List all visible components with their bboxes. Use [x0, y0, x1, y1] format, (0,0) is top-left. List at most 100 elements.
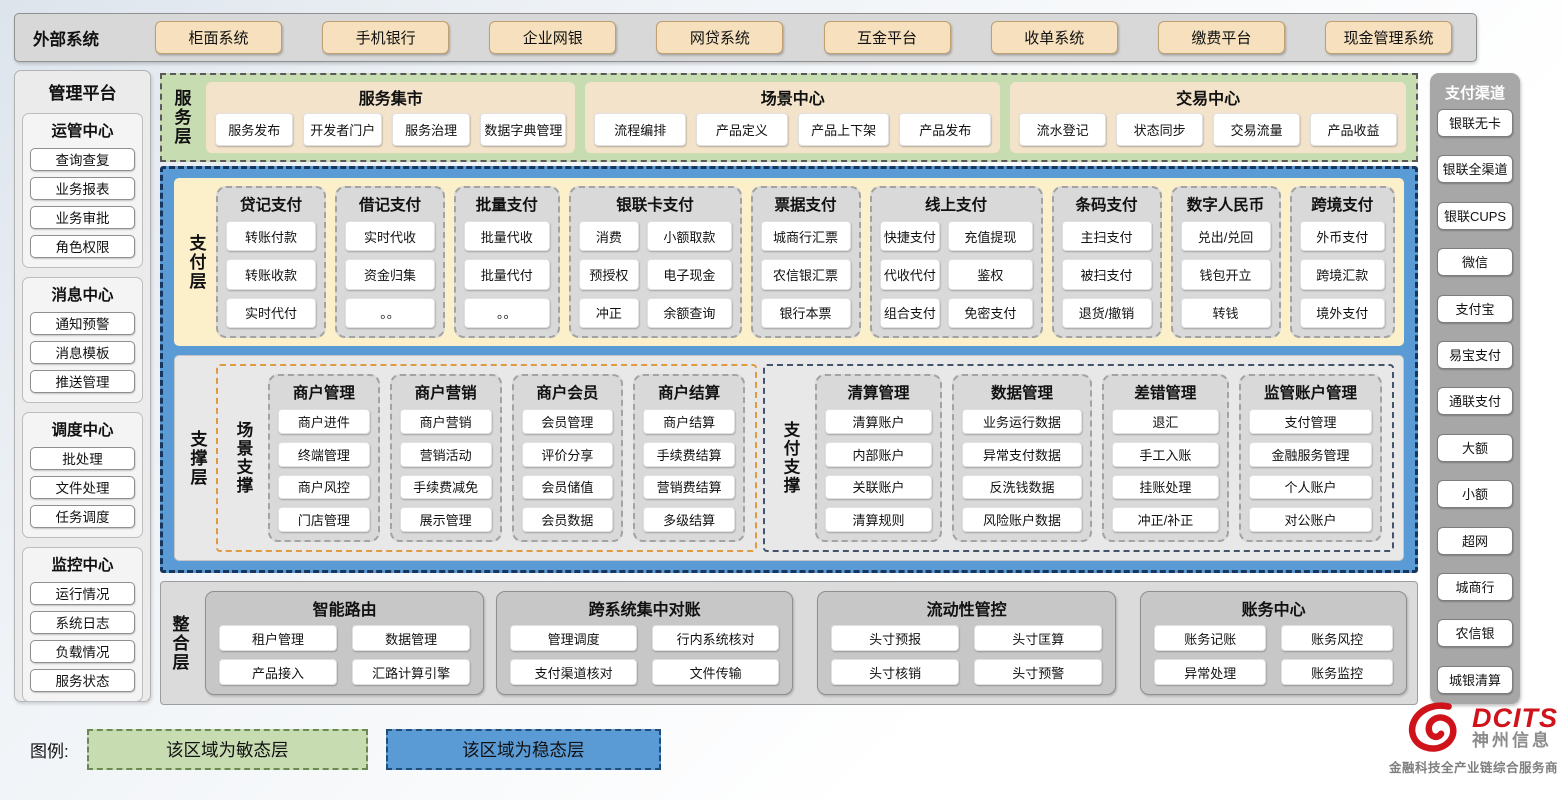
payment-channel-node: 城商行 [1437, 573, 1513, 602]
management-function-node: 系统日志 [30, 611, 135, 634]
group-items: 头寸预报头寸匡算头寸核销头寸预警 [831, 625, 1103, 685]
group-items: 账务记账账务风控异常处理账务监控 [1154, 625, 1393, 685]
support-category-clearing-management: 清算管理 清算账户内部账户关联账户清算规则 [815, 374, 943, 542]
category-items: 主扫支付被扫支付退货/撤销 [1061, 221, 1152, 328]
integration-function-node: 头寸预警 [974, 659, 1103, 685]
service-market-group: 服务集市 服务发布开发者门户服务治理数据字典管理 [206, 82, 576, 153]
support-category-merchant-membership: 商户会员 会员管理评价分享会员储值会员数据 [511, 374, 624, 542]
management-function-node: 推送管理 [30, 370, 135, 393]
management-function-node: 负载情况 [30, 640, 135, 663]
management-function-node: 任务调度 [30, 505, 135, 528]
support-category-error-management: 差错管理 退汇手工入账挂账处理冲正/补正 [1101, 374, 1229, 542]
payment-function-node: 实时代收 [345, 221, 435, 252]
support-function-node: 营销费结算 [643, 474, 736, 500]
group-items: 流水登记状态同步交易流量产品收益 [1019, 113, 1398, 146]
category-title: 银联卡支付 [616, 197, 694, 214]
management-platform-title: 管理平台 [48, 84, 117, 103]
integration-function-node: 异常处理 [1154, 659, 1267, 685]
support-function-node: 手续费结算 [643, 441, 736, 467]
integration-group-accounting-center: 账务中心 账务记账账务风控异常处理账务监控 [1140, 591, 1407, 695]
category-title: 监管账户管理 [1263, 385, 1357, 402]
scene-center-group: 场景中心 流程编排产品定义产品上下架产品发布 [585, 82, 1001, 153]
service-layer: 服务层 服务集市 服务发布开发者门户服务治理数据字典管理 场景中心 流程编排产品… [160, 73, 1418, 162]
brand-name: DCITS [1472, 703, 1558, 733]
payment-function-node: 转账收款 [226, 259, 316, 290]
management-function-node: 文件处理 [30, 476, 135, 499]
service-function-node: 数据字典管理 [480, 113, 567, 146]
category-title: 跨境支付 [1311, 197, 1374, 214]
external-system-node: 企业网银 [489, 21, 617, 54]
payment-function-node: 转钱 [1180, 297, 1271, 328]
management-function-node: 通知预警 [30, 312, 135, 335]
payment-channel-node: 支付宝 [1437, 294, 1513, 323]
legend-stable-layer: 该区域为稳态层 [385, 729, 661, 770]
payment-channel-node: 银联全渠道 [1437, 155, 1513, 184]
category-title: 条码支付 [1075, 197, 1138, 214]
stable-layer-container: 支付层 贷记支付 转账付款转账收款实时代付 借记支付 实时代收资金归集。。 批量… [160, 166, 1418, 573]
service-function-node: 产品收益 [1310, 113, 1398, 146]
support-function-node: 反洗钱数据 [962, 474, 1082, 500]
payment-function-node: 实时代付 [226, 297, 316, 328]
management-function-node: 角色权限 [30, 235, 135, 258]
support-function-node: 清算账户 [825, 409, 933, 434]
support-function-node: 门店管理 [278, 507, 370, 532]
support-function-node: 评价分享 [521, 441, 614, 467]
category-items: 实时代收资金归集。。 [345, 221, 435, 328]
support-function-node: 营销活动 [399, 441, 492, 467]
integration-function-node: 头寸预报 [831, 625, 960, 651]
group-title: 跨系统集中对账 [588, 602, 701, 619]
group-title: 调度中心 [51, 422, 114, 439]
legend-agile-layer: 该区域为敏态层 [86, 729, 368, 770]
support-function-node: 挂账处理 [1111, 474, 1219, 500]
support-category-merchant-management: 商户管理 商户进件终端管理商户风控门店管理 [268, 374, 380, 542]
category-title: 商户营销 [414, 385, 477, 402]
category-items: 外币支付跨境汇款境外支付 [1299, 221, 1385, 328]
external-systems-list: 柜面系统手机银行企业网银网贷系统互金平台收单系统缴费平台现金管理系统 [155, 21, 1452, 54]
service-function-node: 产品定义 [696, 113, 788, 146]
support-function-node: 商户结算 [643, 409, 736, 434]
payment-category-barcode: 条码支付 主扫支付被扫支付退货/撤销 [1051, 186, 1162, 338]
support-function-node: 退汇 [1111, 409, 1219, 434]
group-title: 场景中心 [760, 91, 825, 108]
support-layer-label: 支撑层 [187, 429, 207, 487]
group-operations-center: 运管中心 查询查复业务报表业务审批角色权限 [22, 113, 143, 268]
integration-function-node: 租户管理 [219, 625, 338, 651]
payment-function-node: 兑出/兑回 [1180, 221, 1271, 252]
external-system-node: 网贷系统 [656, 21, 784, 54]
support-function-node: 会员储值 [521, 474, 614, 500]
payment-category-bill: 票据支付 城商行汇票农信银汇票银行本票 [750, 186, 861, 338]
payment-function-node: 冲正 [578, 297, 640, 328]
integration-function-node: 头寸匡算 [974, 625, 1103, 651]
support-function-node: 终端管理 [278, 441, 370, 467]
support-function-node: 金融服务管理 [1248, 441, 1372, 467]
category-title: 数字人民币 [1186, 197, 1265, 214]
payment-category-online: 线上支付 快捷支付充值提现代收代付鉴权组合支付免密支付 [869, 186, 1043, 338]
payment-function-node: 鉴权 [948, 259, 1033, 290]
group-items: 服务发布开发者门户服务治理数据字典管理 [215, 113, 567, 146]
support-layer: 支撑层 场景支撑 商户管理 商户进件终端管理商户风控门店管理 商户营销 商户营销… [174, 355, 1404, 561]
category-items: 商户营销营销活动手续费减免展示管理 [399, 409, 492, 532]
payment-function-node: 农信银汇票 [760, 259, 851, 290]
payment-channels-title: 支付渠道 [1444, 85, 1505, 102]
support-function-node: 商户营销 [399, 409, 492, 434]
service-function-node: 服务治理 [391, 113, 471, 146]
category-title: 差错管理 [1134, 385, 1197, 402]
category-items: 清算账户内部账户关联账户清算规则 [825, 409, 933, 532]
payment-function-node: 批量代收 [464, 221, 550, 252]
scene-support-label: 场景支撑 [234, 421, 252, 495]
payment-category-cross-border: 跨境支付 外币支付跨境汇款境外支付 [1289, 186, 1395, 338]
integration-function-node: 汇路计算引擎 [352, 659, 471, 685]
payment-function-node: 。。 [464, 297, 550, 328]
category-title: 商户结算 [658, 385, 721, 402]
integration-group-smart-routing: 智能路由 租户管理数据管理产品接入汇路计算引擎 [205, 591, 485, 695]
payment-category-batch: 批量支付 批量代收批量代付。。 [454, 186, 560, 338]
support-function-node: 关联账户 [825, 474, 933, 500]
payment-function-node: 批量代付 [464, 259, 550, 290]
payment-channel-node: 小额 [1437, 480, 1513, 509]
support-category-merchant-settlement: 商户结算 商户结算手续费结算营销费结算多级结算 [633, 374, 746, 542]
external-systems-bar: 外部系统 柜面系统手机银行企业网银网贷系统互金平台收单系统缴费平台现金管理系统 [14, 13, 1477, 62]
service-function-node: 状态同步 [1116, 113, 1204, 146]
brand-logo-row: DCITS 神州信息 [1404, 702, 1558, 754]
payment-channel-node: 城银清算 [1437, 665, 1513, 694]
category-items: 兑出/兑回钱包开立转钱 [1180, 221, 1271, 328]
